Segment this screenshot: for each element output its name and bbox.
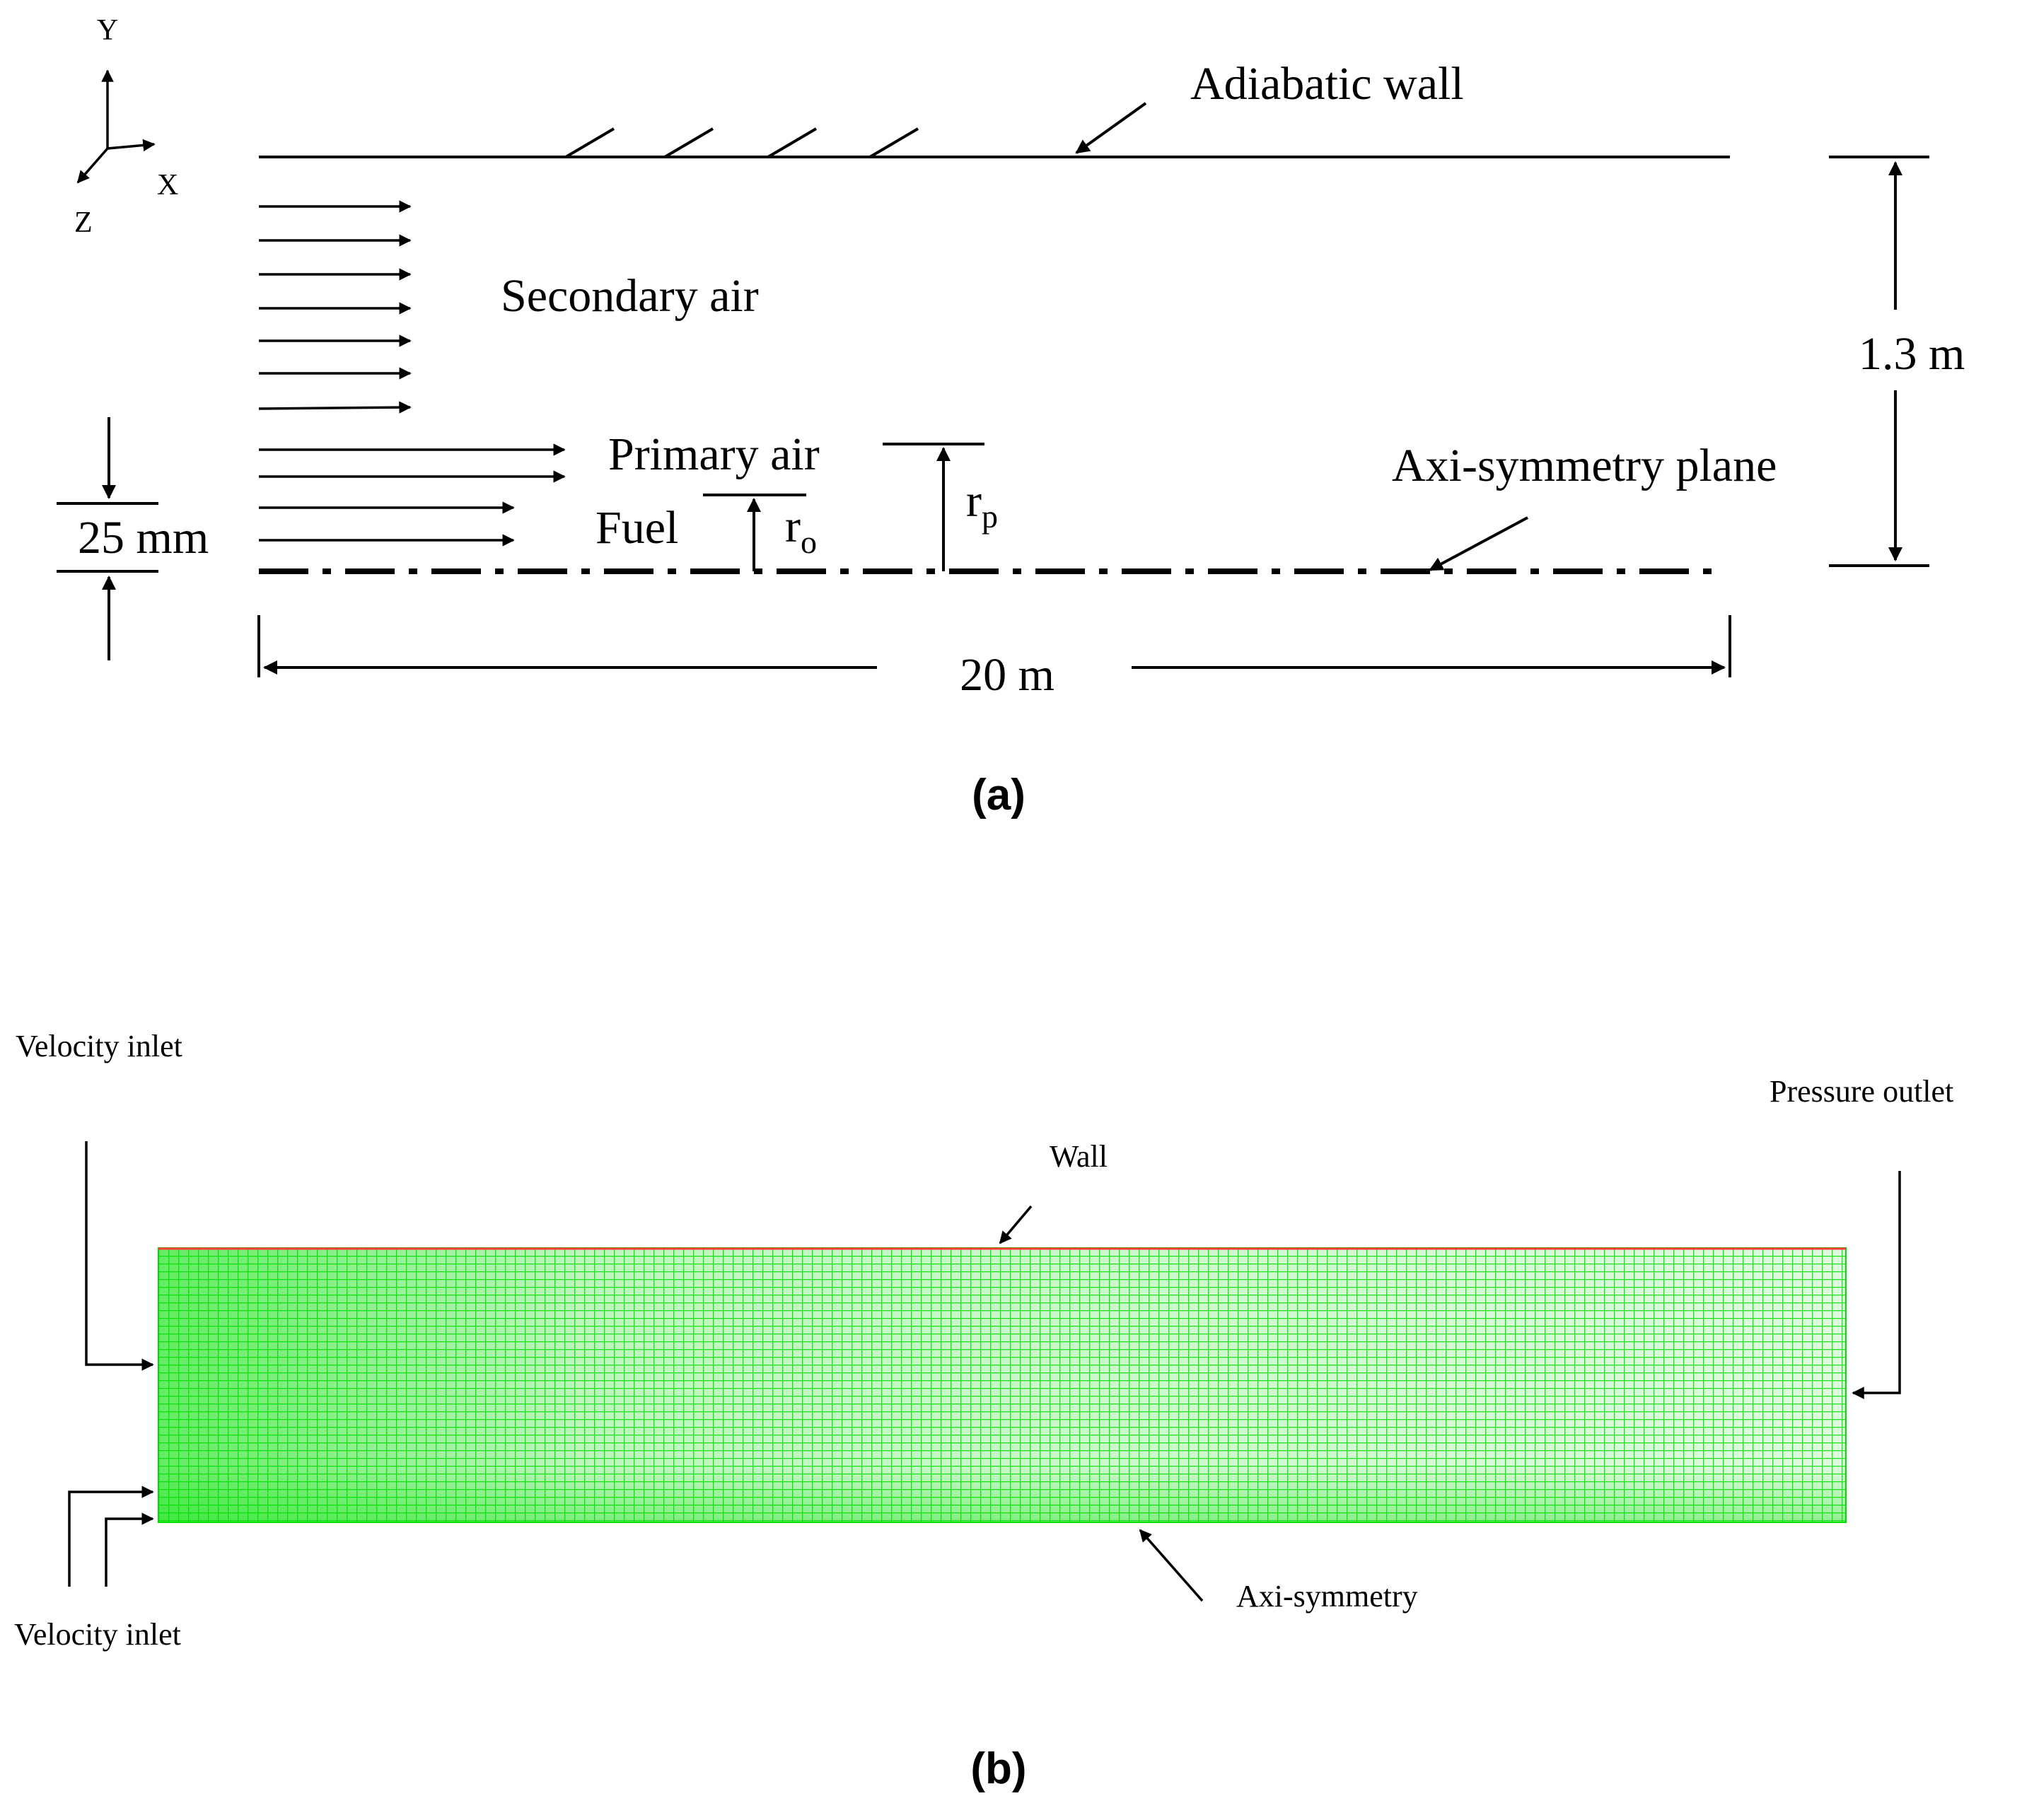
r-p-subscript: p [982, 498, 998, 535]
secondary-air-arrows [258, 200, 412, 414]
panel-b: Velocity inlet Velocity inlet Wall Press… [14, 1029, 1953, 1793]
r-p-dimension: rp [883, 443, 998, 571]
inlet-height-label: 25 mm [78, 512, 209, 564]
length-label: 20 m [960, 649, 1054, 701]
wall-label: Wall [1050, 1139, 1108, 1174]
velocity-inlet-bottom-pointer-1 [68, 1486, 154, 1587]
axis-x-label: X [157, 169, 178, 202]
svg-text:rp: rp [966, 475, 998, 535]
primary-air-label: Primary air [608, 428, 820, 480]
fuel-arrows [259, 501, 515, 547]
axi-symmetry-label: Axi-symmetry [1236, 1579, 1418, 1614]
panel-a-label: (a) [972, 771, 1025, 819]
wall-pointer [999, 1205, 1033, 1244]
mesh-refinement-bottom [158, 1248, 1846, 1522]
velocity-inlet-top-pointer [85, 1141, 154, 1371]
coordinate-axes-icon: Y X Z [74, 14, 178, 239]
adiabatic-wall [259, 127, 1730, 158]
length-dimension [257, 615, 1731, 677]
axis-z-label: Z [74, 206, 93, 239]
height-label: 1.3 m [1859, 328, 1965, 380]
primary-air-arrows [259, 443, 566, 483]
secondary-air-label: Secondary air [501, 270, 759, 322]
inlet-height-dimension [57, 417, 158, 660]
velocity-inlet-top-label: Velocity inlet [16, 1029, 182, 1063]
velocity-inlet-bottom-label: Velocity inlet [14, 1617, 181, 1652]
pressure-outlet-pointer [1852, 1171, 1901, 1399]
pressure-outlet-label: Pressure outlet [1770, 1074, 1953, 1109]
axi-symmetry-plane-label: Axi-symmetry plane [1392, 440, 1777, 491]
panel-b-label: (b) [970, 1744, 1026, 1793]
panel-a: Y X Z Adiabatic wall Secondary air [57, 14, 1965, 819]
mesh-domain [158, 1247, 1847, 1523]
r-o-label: r [785, 501, 801, 552]
axi-symmetry-pointer [1139, 1529, 1204, 1602]
r-o-dimension: ro [703, 494, 817, 571]
velocity-inlet-bottom-pointer-2 [105, 1512, 154, 1587]
fuel-label: Fuel [595, 502, 678, 554]
r-p-label: r [966, 475, 982, 527]
adiabatic-wall-label: Adiabatic wall [1190, 58, 1464, 110]
axi-symmetry-plane-pointer [1429, 516, 1528, 571]
height-dimension [1829, 156, 1929, 567]
adiabatic-wall-pointer [1075, 102, 1147, 154]
svg-text:ro: ro [785, 501, 817, 560]
r-o-subscript: o [801, 524, 817, 560]
axis-y-label: Y [97, 14, 118, 47]
